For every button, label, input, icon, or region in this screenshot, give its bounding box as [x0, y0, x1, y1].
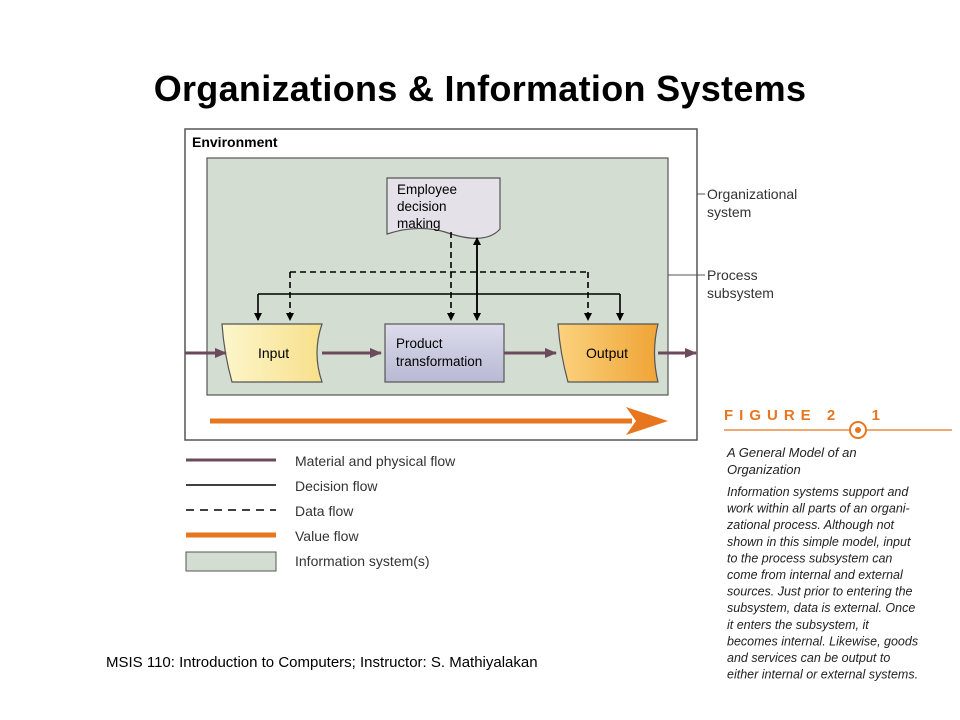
caption-body-line: and services can be output to — [727, 651, 890, 665]
input-label: Input — [258, 345, 289, 361]
legend: Material and physical flow Decision flow… — [185, 453, 456, 572]
process-subsystem-label-1: Process — [707, 267, 758, 283]
caption-body-line: either internal or external systems. — [727, 668, 918, 682]
figure-heading: FIGURE 2 1 — [724, 407, 886, 424]
legend-label-value: Value flow — [295, 528, 359, 544]
employee-decision-box — [386, 177, 501, 239]
caption-title-1: A General Model of an — [726, 445, 857, 460]
caption-body-line: to the process subsystem can — [727, 551, 892, 565]
value-flow-arrow — [210, 407, 668, 435]
org-system-label-1: Organizational — [707, 186, 797, 202]
caption-body-line: sources. Just prior to entering the — [727, 585, 913, 599]
legend-label-decision: Decision flow — [295, 478, 378, 494]
figure-caption: FIGURE 2 1 A General Model of an Organiz… — [724, 407, 952, 682]
employee-line-3: making — [397, 216, 441, 231]
caption-body-line: zational process. Although not — [726, 518, 895, 532]
caption-body-line: come from internal and external — [727, 568, 904, 582]
employee-line-2: decision — [397, 199, 447, 214]
legend-label-data: Data flow — [295, 503, 354, 519]
slide-title: Organizations & Information Systems — [153, 68, 807, 109]
product-transformation-box — [384, 323, 505, 383]
output-box — [557, 323, 659, 383]
caption-body-line: it enters the subsystem, it — [727, 618, 869, 632]
caption-title-2: Organization — [727, 462, 801, 477]
caption-body: Information systems support and work with… — [726, 485, 918, 682]
product-line-2: transformation — [396, 354, 482, 369]
legend-swatch-infosys — [185, 551, 277, 572]
legend-label-infosys: Information system(s) — [295, 553, 430, 569]
caption-body-line: Information systems support and — [727, 485, 909, 499]
output-label: Output — [586, 345, 628, 361]
org-system-label-2: system — [707, 204, 751, 220]
process-subsystem-label-2: subsystem — [707, 285, 774, 301]
caption-body-line: shown in this simple model, input — [727, 535, 911, 549]
caption-body-line: subsystem, data is external. Once — [727, 601, 915, 615]
figure-bullet-dot — [855, 427, 861, 433]
slide-footer: MSIS 110: Introduction to Computers; Ins… — [106, 654, 538, 671]
caption-body-line: becomes internal. Likewise, goods — [727, 634, 918, 648]
environment-label: Environment — [192, 134, 278, 150]
legend-label-material: Material and physical flow — [295, 453, 456, 469]
decision-flow-arrows — [254, 237, 624, 321]
employee-line-1: Employee — [397, 182, 457, 197]
caption-body-line: work within all parts of an organi- — [727, 502, 910, 516]
product-line-1: Product — [396, 336, 443, 351]
input-box — [221, 323, 323, 383]
data-flow-arrows — [286, 232, 592, 321]
